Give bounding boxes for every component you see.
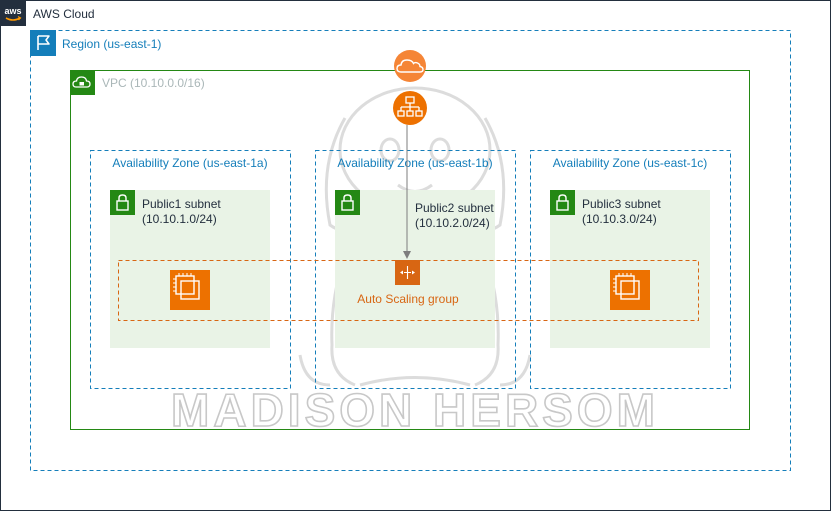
- vpc-label: VPC (10.10.0.0/16): [102, 76, 205, 90]
- auto-scaling-icon: [395, 260, 420, 285]
- internet-gateway-icon: [394, 50, 426, 82]
- availability-zone-1c: [530, 150, 731, 389]
- padlock-icon: [110, 190, 135, 215]
- lb-to-asg-arrow: [403, 125, 411, 259]
- availability-zone-1a: [90, 150, 291, 389]
- public1-subnet-cidr: (10.10.1.0/24): [142, 212, 217, 226]
- public3-subnet-cidr: (10.10.3.0/24): [582, 212, 657, 226]
- availability-zone-1b-label: Availability Zone (us-east-1b): [337, 156, 492, 170]
- availability-zone-1b: [315, 150, 516, 389]
- padlock-icon: [550, 190, 575, 215]
- ec2-instance-icon: [610, 270, 650, 310]
- ec2-instance-icon: [170, 270, 210, 310]
- region-label: Region (us-east-1): [62, 37, 161, 51]
- public2-subnet-cidr: (10.10.2.0/24): [415, 216, 490, 230]
- public3-subnet-name: Public3 subnet: [582, 197, 661, 211]
- padlock-icon: [335, 190, 360, 215]
- public1-subnet-name: Public1 subnet: [142, 197, 221, 211]
- public1-subnet: [110, 190, 270, 348]
- aws-logo-icon: aws: [0, 0, 26, 26]
- availability-zone-1c-label: Availability Zone (us-east-1c): [553, 156, 708, 170]
- flag-icon: [30, 30, 56, 56]
- region-group: [30, 30, 791, 471]
- availability-zone-1a-label: Availability Zone (us-east-1a): [112, 156, 267, 170]
- load-balancer-icon: [393, 91, 427, 125]
- public2-subnet-name: Public2 subnet: [415, 201, 494, 215]
- public3-subnet: [550, 190, 710, 348]
- watermark-text: MADISON HERSOM: [171, 384, 659, 436]
- auto-scaling-group-label: Auto Scaling group: [357, 292, 459, 306]
- aws-cloud-label: AWS Cloud: [33, 7, 95, 21]
- vpc-cloud-lock-icon: [70, 70, 95, 95]
- svg-text:aws: aws: [4, 6, 21, 16]
